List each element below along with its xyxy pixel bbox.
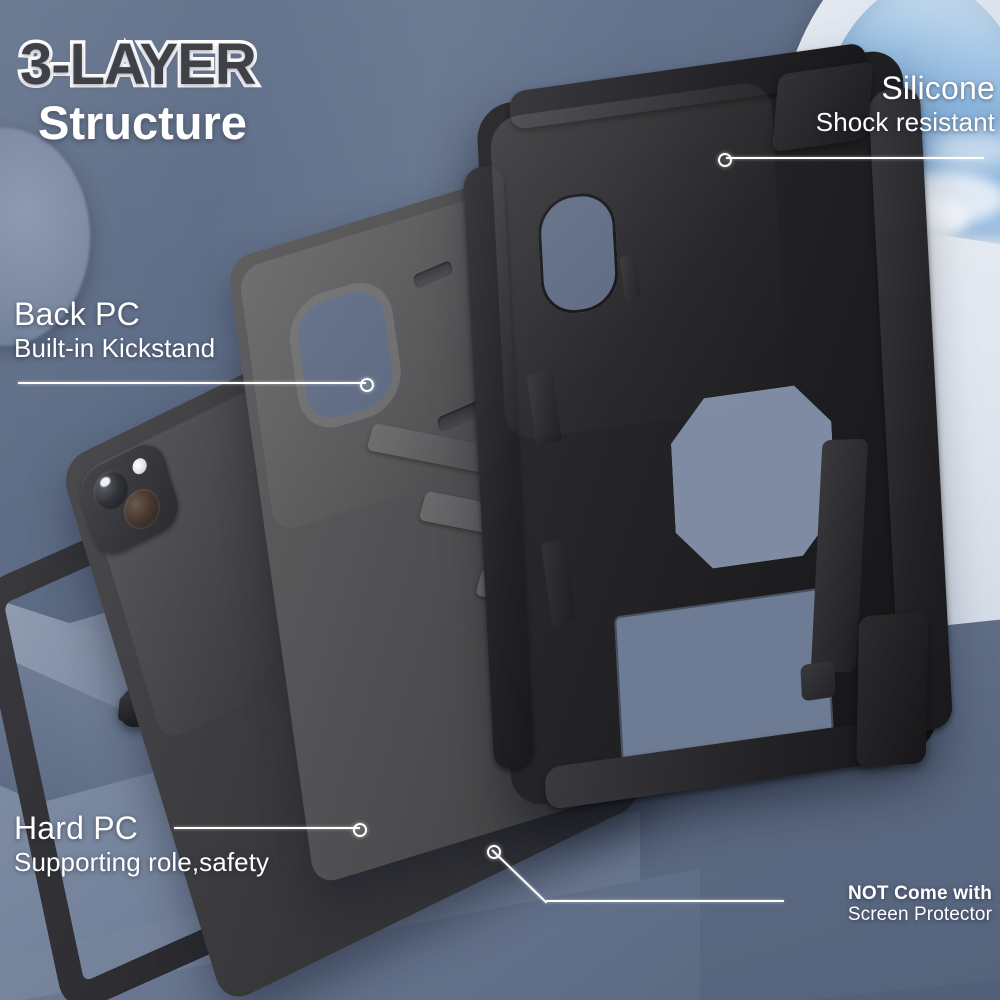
callout-hard-pc-title: Hard PC [14, 810, 139, 846]
callout-back-pc: Back PC Built-in Kickstand [14, 296, 344, 363]
callout-silicone-title: Silicone [881, 70, 995, 106]
callout-not-included: NOT Come with Screen Protector [792, 884, 992, 926]
leader-line-silicone [726, 157, 984, 159]
callout-silicone-subtitle: Shock resistant [815, 106, 995, 137]
leader-dot-hard-pc [353, 823, 367, 837]
leader-dot-not-included [487, 845, 501, 859]
leader-line-not-included [546, 900, 784, 902]
leader-line-back-pc [18, 382, 366, 384]
leader-dot-silicone [718, 153, 732, 167]
callout-silicone: Silicone Shock resistant [770, 70, 995, 137]
silicone-layer [463, 42, 954, 811]
camera-flash-icon [130, 455, 149, 477]
callout-not-included-title: NOT Come with [847, 883, 992, 904]
leader-line-hard-pc [174, 827, 360, 829]
headline-line-1: 3-LAYER [17, 32, 261, 97]
page-title: 3-LAYER Structure [17, 32, 261, 149]
callout-hard-pc: Hard PC Supporting role,safety [14, 810, 374, 877]
silicone-highlight [489, 79, 788, 443]
callout-back-pc-title: Back PC [14, 296, 140, 332]
leader-dot-back-pc [360, 378, 374, 392]
callout-hard-pc-subtitle: Supporting role,safety [14, 846, 270, 877]
silicone-latch [800, 660, 836, 702]
callout-not-included-subtitle: Screen Protector [847, 903, 992, 925]
callout-back-pc-subtitle: Built-in Kickstand [14, 332, 216, 363]
silicone-clip [856, 611, 929, 768]
headline-line-2: Structure [38, 96, 247, 149]
